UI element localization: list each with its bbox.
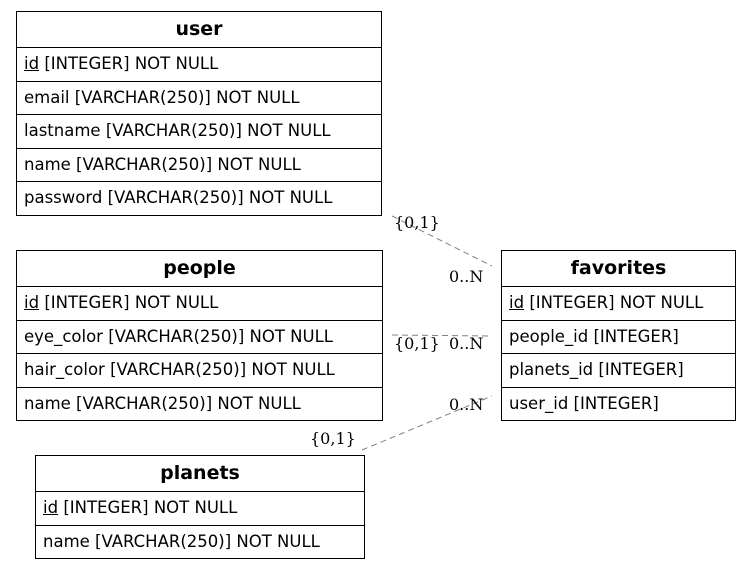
attribute-row: id [INTEGER] NOT NULL xyxy=(502,287,735,321)
attr-type: [INTEGER] xyxy=(598,360,684,379)
attribute-row: lastname [VARCHAR(250)] NOT NULL xyxy=(17,115,381,149)
attr-name: password xyxy=(24,188,103,207)
attr-type: [INTEGER] NOT NULL xyxy=(529,293,704,312)
attribute-row: email [VARCHAR(250)] NOT NULL xyxy=(17,82,381,115)
rel-people-to-card: 0..N xyxy=(449,334,484,353)
attribute-row: id [INTEGER] NOT NULL xyxy=(17,287,382,321)
attr-name: eye_color xyxy=(24,326,103,346)
attr-type: [VARCHAR(250)] NOT NULL xyxy=(95,531,320,551)
attr-name: name xyxy=(43,531,90,551)
entity-title: favorites xyxy=(502,251,735,287)
attr-name: id xyxy=(509,293,525,312)
entity-people[interactable]: people id [INTEGER] NOT NULL eye_color [… xyxy=(16,250,383,421)
rel-people-from-card: {0,1} xyxy=(394,334,440,353)
attribute-row: id [INTEGER] NOT NULL xyxy=(36,492,364,526)
entity-planets[interactable]: planets id [INTEGER] NOT NULL name [VARC… xyxy=(35,455,365,559)
attr-name: id xyxy=(24,54,40,73)
attribute-row: hair_color [VARCHAR(250)] NOT NULL xyxy=(17,354,382,388)
rel-user-favorites-line xyxy=(391,215,493,267)
attr-type: [VARCHAR(250)] NOT NULL xyxy=(107,188,333,207)
rel-planets-from-card: {0,1} xyxy=(310,429,356,448)
attr-type: [VARCHAR(250)] NOT NULL xyxy=(76,154,301,174)
attribute-row: id [INTEGER] NOT NULL xyxy=(17,48,381,82)
attr-name: id xyxy=(24,293,40,312)
attr-name: id xyxy=(43,498,59,517)
attr-type: [VARCHAR(250)] NOT NULL xyxy=(105,121,331,140)
attr-type: [VARCHAR(250)] NOT NULL xyxy=(76,393,301,413)
attribute-row: password [VARCHAR(250)] NOT NULL xyxy=(17,182,381,216)
attribute-row: name [VARCHAR(250)] NOT NULL xyxy=(17,149,381,182)
attr-type: [INTEGER] NOT NULL xyxy=(44,54,219,73)
attribute-row: user_id [INTEGER] xyxy=(502,388,735,422)
attr-name: name xyxy=(24,154,71,174)
rel-user-to-card: 0..N xyxy=(449,267,484,286)
attr-type: [VARCHAR(250)] NOT NULL xyxy=(110,360,335,379)
entity-title: people xyxy=(17,251,382,287)
attr-name: user_id xyxy=(509,393,569,413)
attr-name: email xyxy=(24,87,70,107)
attribute-row: eye_color [VARCHAR(250)] NOT NULL xyxy=(17,321,382,354)
attr-type: [INTEGER] xyxy=(593,326,679,346)
entity-user[interactable]: user id [INTEGER] NOT NULL email [VARCHA… xyxy=(16,11,382,216)
attribute-row: people_id [INTEGER] xyxy=(502,321,735,354)
rel-planets-to-card: 0..N xyxy=(449,395,484,414)
attr-name: hair_color xyxy=(24,360,105,379)
attr-name: lastname xyxy=(24,121,101,140)
attribute-row: planets_id [INTEGER] xyxy=(502,354,735,388)
rel-user-from-card: {0,1} xyxy=(394,213,440,232)
rel-people-favorites-line xyxy=(391,334,493,337)
attr-type: [VARCHAR(250)] NOT NULL xyxy=(74,87,300,107)
entity-favorites[interactable]: favorites id [INTEGER] NOT NULL people_i… xyxy=(501,250,736,421)
entity-title: planets xyxy=(36,456,364,492)
attr-name: planets_id xyxy=(509,360,594,379)
attr-name: people_id xyxy=(509,326,589,346)
rel-planets-favorites-line xyxy=(361,395,493,451)
attr-name: name xyxy=(24,393,71,413)
entity-title: user xyxy=(17,12,381,48)
attr-type: [VARCHAR(250)] NOT NULL xyxy=(108,326,333,346)
attr-type: [INTEGER] NOT NULL xyxy=(63,498,238,517)
attr-type: [INTEGER] xyxy=(573,393,659,413)
attribute-row: name [VARCHAR(250)] NOT NULL xyxy=(17,388,382,422)
attr-type: [INTEGER] NOT NULL xyxy=(44,293,219,312)
attribute-row: name [VARCHAR(250)] NOT NULL xyxy=(36,526,364,560)
